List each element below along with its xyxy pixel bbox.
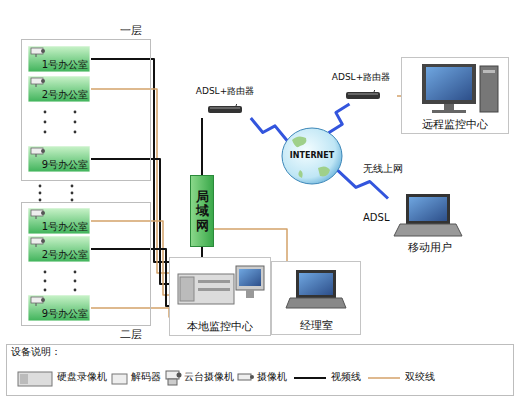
user-node-label: 移动用户: [408, 241, 452, 254]
router-node: ADSL+路由器: [325, 72, 397, 104]
office-box-label: 2号办公室: [42, 249, 88, 261]
station-box: 远程监控中心: [402, 58, 508, 133]
station-box-label: 远程监控中心: [422, 118, 488, 131]
office-box-label: 9号办公室: [42, 308, 88, 320]
office-box-label: 9号办公室: [42, 159, 88, 171]
cable-line: [201, 118, 203, 175]
office-box: 2号办公室: [28, 236, 91, 262]
dvr-and-monitor: [178, 266, 264, 304]
station-box-label: 本地监控中心: [187, 320, 253, 333]
legend-text: 解码器: [130, 371, 162, 383]
office-box-label: 2号办公室: [42, 89, 88, 101]
wireless-link: [251, 118, 287, 141]
internet-globe-label: INTERNET: [290, 151, 334, 161]
station-box-label: 经理室: [300, 319, 333, 332]
office-box-label: 1号办公室: [42, 59, 88, 71]
lan-box-label: 局域网: [196, 190, 209, 233]
floor-group: 一层1号办公室2号办公室9号办公室: [22, 40, 150, 180]
link-label: ADSL: [362, 212, 390, 224]
cable-line: [201, 247, 203, 258]
ellipsis-dots: [39, 111, 77, 292]
cable-line: [91, 221, 170, 295]
office-box: 9号办公室: [28, 295, 91, 321]
cable-line: [214, 229, 287, 262]
station-box: 本地监控中心: [170, 258, 270, 335]
office-box-label: 1号办公室: [42, 221, 88, 233]
legend-text: 摄像机: [256, 371, 288, 383]
remote-monitor: [422, 64, 498, 113]
internet-globe: INTERNET: [282, 128, 342, 184]
office-box: 2号办公室: [28, 76, 91, 102]
floor-group-label: 二层: [120, 328, 142, 341]
link-label: 无线上网: [362, 163, 404, 175]
cable-line: [91, 249, 170, 306]
cable-line: [397, 95, 402, 97]
cable-line: [91, 308, 170, 317]
router-node-label: ADSL+路由器: [332, 72, 390, 83]
legend-symbols: [18, 371, 400, 386]
legend-text: 视频线: [330, 371, 362, 383]
office-box: 9号办公室: [28, 146, 91, 172]
station-box: 经理室: [272, 262, 360, 334]
wireless-link: [329, 104, 350, 133]
office-pictures: [28, 46, 90, 321]
cable-line: [91, 89, 170, 273]
legend-text: 硬盘录像机: [56, 371, 108, 383]
globe: [282, 128, 342, 184]
office-box: 1号办公室: [28, 46, 91, 72]
floor-group: 二层1号办公室2号办公室9号办公室: [22, 203, 150, 325]
router-node: ADSL+路由器: [185, 86, 265, 118]
manager-laptop: [286, 270, 346, 308]
mobile-laptop: [394, 194, 462, 236]
legend-text: 双绞线: [404, 371, 436, 383]
office-box: 1号办公室: [28, 208, 91, 234]
lan-box: 局域网: [190, 175, 214, 247]
user-node: 移动用户: [388, 188, 472, 256]
legend-panel: [6, 344, 514, 396]
legend-text: 云台摄像机: [183, 371, 235, 383]
legend-heading: 设备说明：: [10, 346, 62, 358]
floor-group-label: 一层: [120, 24, 142, 37]
router-node-label: ADSL+路由器: [196, 86, 254, 97]
